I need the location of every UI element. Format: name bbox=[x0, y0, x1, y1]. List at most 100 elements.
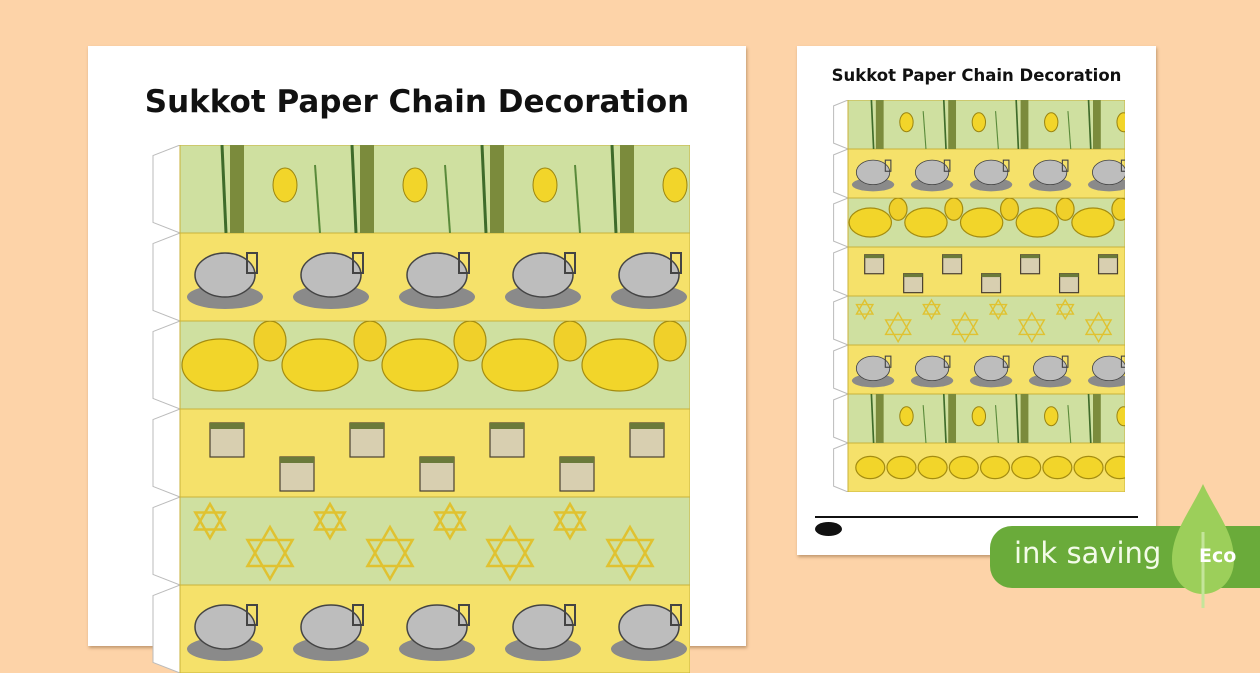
etrog-motif bbox=[181, 338, 259, 392]
handle-motif bbox=[1002, 159, 1010, 172]
teapot-motif bbox=[973, 355, 1009, 382]
sukkah-roof bbox=[903, 273, 923, 278]
handle-motif bbox=[458, 604, 470, 626]
etrog-motif bbox=[899, 406, 914, 427]
glue-tab bbox=[833, 149, 849, 198]
strip-star bbox=[832, 296, 1125, 345]
willow-motif bbox=[1067, 405, 1072, 443]
etrog-motif bbox=[1111, 198, 1125, 221]
glue-tab bbox=[833, 345, 849, 394]
etrog-motif bbox=[1073, 455, 1104, 480]
sukkah-roof bbox=[630, 423, 664, 429]
sukkah-roof bbox=[864, 254, 884, 259]
handle-motif bbox=[943, 159, 951, 172]
strip-etrog bbox=[832, 443, 1125, 492]
ink-saving-text: ink saving bbox=[1014, 536, 1162, 570]
etrog-motif bbox=[532, 167, 558, 203]
eco-label: Eco bbox=[1199, 545, 1237, 567]
myrtle-motif bbox=[350, 145, 358, 233]
etrog-motif bbox=[971, 112, 987, 133]
glue-tab bbox=[833, 198, 849, 247]
star-of-david-motif bbox=[1084, 311, 1113, 344]
etrog-motif bbox=[453, 321, 487, 362]
etrog-motif bbox=[899, 112, 914, 133]
sukkah-roof bbox=[560, 457, 594, 463]
handle-motif bbox=[884, 355, 892, 368]
lulav-motif bbox=[1020, 394, 1029, 443]
etrog-motif bbox=[888, 198, 908, 221]
glue-tab bbox=[152, 409, 181, 497]
lulav-motif bbox=[620, 145, 634, 233]
footer-divider bbox=[815, 516, 1138, 518]
lulav-motif bbox=[1020, 100, 1029, 149]
glue-tab bbox=[833, 443, 849, 492]
handle-motif bbox=[458, 252, 470, 274]
glue-tab bbox=[152, 145, 181, 233]
large-page-preview: Sukkot Paper Chain Decoration bbox=[88, 46, 746, 673]
sukkah-motif bbox=[1058, 273, 1080, 294]
sukkah-roof bbox=[350, 423, 384, 429]
teapot-motif bbox=[1092, 355, 1125, 382]
etrog-motif bbox=[253, 321, 287, 362]
handle-motif bbox=[1120, 355, 1125, 368]
sukkah-roof bbox=[490, 423, 524, 429]
etrog-motif bbox=[381, 338, 459, 392]
star-of-david-motif bbox=[245, 524, 295, 582]
myrtle-motif bbox=[942, 100, 947, 149]
etrog-motif bbox=[959, 207, 1004, 238]
star-of-david-motif bbox=[922, 298, 941, 321]
handle-motif bbox=[670, 604, 682, 626]
small-page-preview: Sukkot Paper Chain Decoration bbox=[797, 46, 1156, 555]
etrog-motif bbox=[402, 167, 428, 203]
lulav-motif bbox=[875, 100, 884, 149]
myrtle-motif bbox=[1015, 394, 1020, 443]
star-of-david-motif bbox=[433, 501, 467, 541]
strip-star bbox=[150, 497, 690, 585]
lulav-motif bbox=[1093, 100, 1101, 149]
page-title: Sukkot Paper Chain Decoration bbox=[144, 84, 690, 120]
handle-motif bbox=[670, 252, 682, 274]
teapot-motif bbox=[855, 159, 891, 186]
etrog-motif bbox=[1015, 207, 1060, 238]
etrog-motif bbox=[553, 321, 587, 362]
etrog-motif bbox=[1044, 112, 1059, 133]
etrog-motif bbox=[1055, 198, 1075, 221]
sukkah-roof bbox=[1098, 254, 1118, 259]
paper-chain-strips bbox=[150, 145, 690, 673]
myrtle-motif bbox=[870, 394, 875, 443]
myrtle-motif bbox=[1087, 100, 1092, 149]
etrog-motif bbox=[886, 455, 917, 480]
etrog-motif bbox=[1104, 455, 1125, 480]
sukkah-roof bbox=[942, 254, 962, 259]
etrog-motif bbox=[272, 167, 298, 203]
glue-tab bbox=[152, 321, 181, 409]
strip-background bbox=[179, 145, 690, 233]
etrog-motif bbox=[1116, 406, 1125, 427]
handle-motif bbox=[1061, 355, 1069, 368]
teapot-motif bbox=[1033, 159, 1068, 186]
myrtle-motif bbox=[1015, 100, 1020, 149]
glue-tab bbox=[833, 394, 849, 443]
etrog-motif bbox=[848, 207, 893, 238]
star-of-david-motif bbox=[313, 501, 347, 541]
handle-motif bbox=[943, 355, 951, 368]
sukkah-roof bbox=[280, 457, 314, 463]
star-of-david-motif bbox=[365, 524, 415, 582]
strip-background bbox=[847, 100, 1125, 149]
strip-etrog bbox=[832, 198, 1125, 247]
strip-teapot bbox=[150, 233, 690, 321]
lulav-motif bbox=[1093, 394, 1101, 443]
etrog-motif bbox=[971, 406, 987, 427]
lulav-motif bbox=[875, 394, 884, 443]
teapot-motif bbox=[1033, 355, 1068, 382]
sukkah-motif bbox=[981, 273, 1002, 294]
handle-motif bbox=[564, 604, 576, 626]
etrog-motif bbox=[653, 321, 687, 362]
glue-tab bbox=[152, 233, 181, 321]
star-of-david-motif bbox=[855, 298, 875, 321]
teapot-motif bbox=[512, 252, 574, 298]
handle-motif bbox=[352, 604, 364, 626]
paper-chain-strips bbox=[832, 100, 1125, 492]
star-of-david-motif bbox=[553, 501, 587, 541]
etrog-motif bbox=[904, 207, 948, 238]
